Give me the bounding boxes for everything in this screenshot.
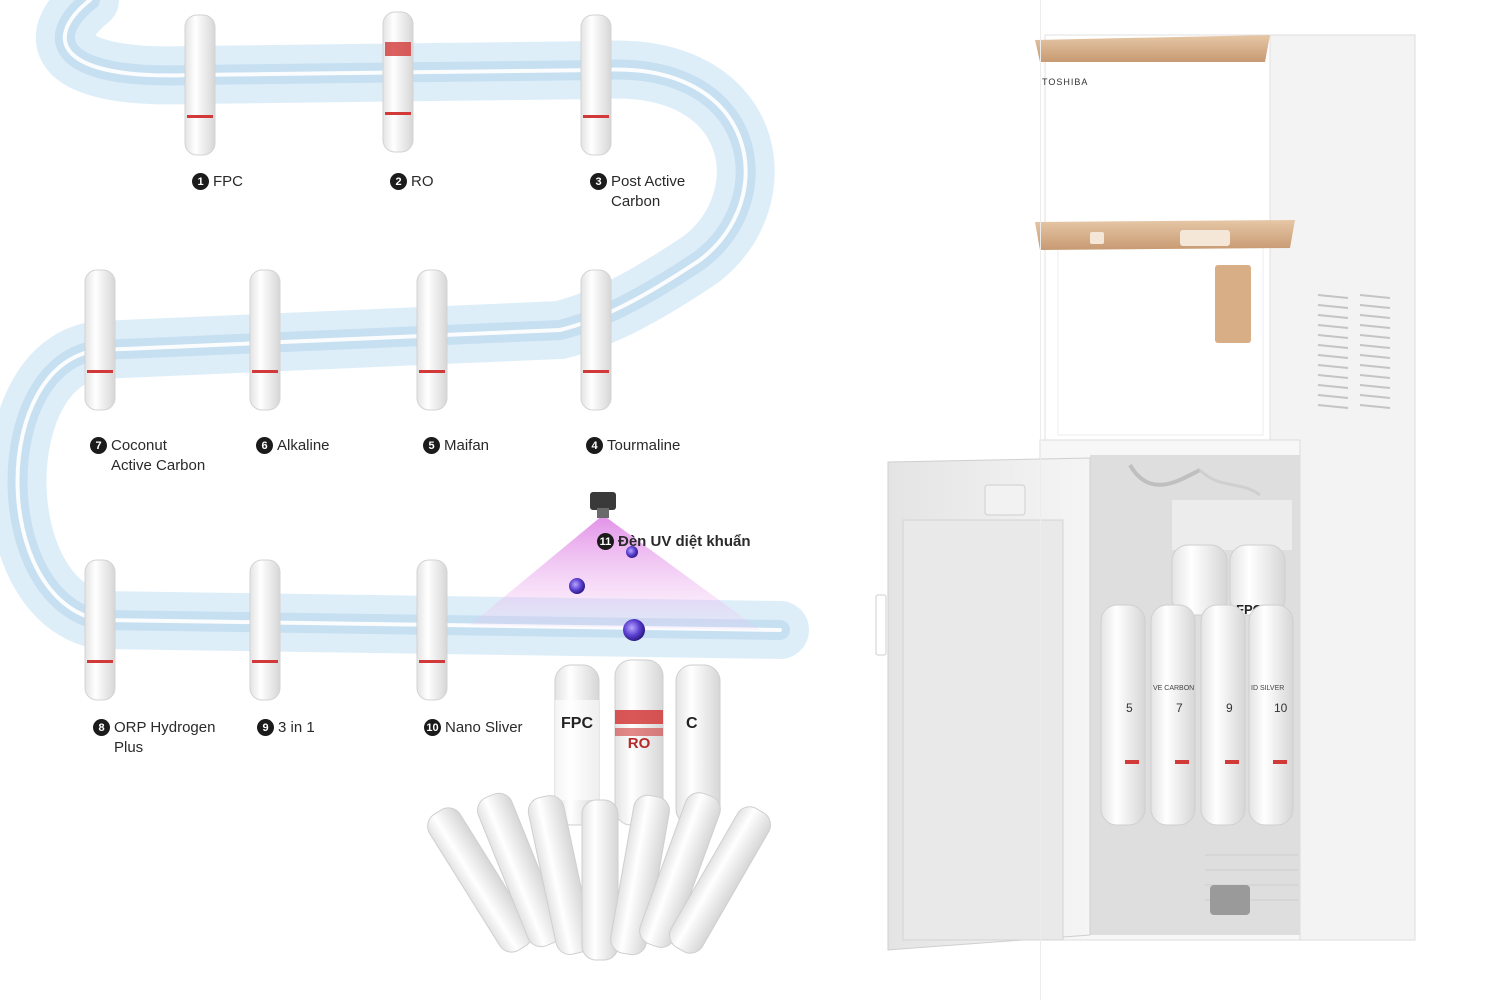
- panel-divider: [1040, 0, 1041, 1000]
- svg-text:ID SILVER: ID SILVER: [1251, 685, 1284, 692]
- stage-number-badge: 10: [424, 719, 441, 736]
- cabinet-filter-5: 5: [1100, 604, 1146, 826]
- svg-text:C: C: [686, 715, 698, 732]
- filter-cartridges: [84, 11, 612, 701]
- stage-number-badge: 4: [586, 437, 603, 454]
- germ-icon: [623, 619, 645, 641]
- large-cartridge-c: C: [675, 664, 721, 826]
- stage-name: ORP Hydrogen: [114, 719, 216, 736]
- water-dispenser: TOSHIBA: [875, 34, 1416, 951]
- pump-icon: [1210, 885, 1250, 915]
- stage-name: Alkaline: [277, 437, 330, 454]
- cabinet-filter-10: ID SILVER 10: [1248, 604, 1294, 826]
- stage-number-badge: 6: [256, 437, 273, 454]
- stage-number-badge: 7: [90, 437, 107, 454]
- stage-name: Post Active: [611, 173, 686, 190]
- drip-tray-panel: [1215, 265, 1251, 343]
- cabinet-filter-rack: 5 VE CARBON 7 9 ID SILVER 10: [1100, 604, 1294, 826]
- stage-number-badge: 1: [192, 173, 209, 190]
- stage-number-badge: 9: [257, 719, 274, 736]
- cabinet-filter-9: 9: [1200, 604, 1246, 826]
- stage-name: Coconut: [111, 437, 167, 454]
- stage-4-cartridge: [580, 269, 612, 411]
- stage-10-cartridge: [416, 559, 448, 701]
- stage-3-cartridge: [580, 14, 612, 156]
- hot-tap-button: [1090, 232, 1104, 244]
- svg-text:5: 5: [1126, 701, 1133, 715]
- stage-number-badge: 5: [423, 437, 440, 454]
- stage-name: Tourmaline: [607, 437, 681, 454]
- germ-icon: [569, 578, 585, 594]
- cabinet-top-filters: FPC: [1171, 500, 1292, 617]
- stage-name: Nano Sliver: [445, 719, 523, 736]
- stage-name: Đèn UV diệt khuẩn: [618, 533, 751, 550]
- stage-name-line2: Carbon: [611, 193, 661, 210]
- svg-text:9: 9: [1226, 701, 1233, 715]
- stage-2-cartridge: [382, 11, 414, 153]
- stage-name-line2: Plus: [114, 739, 144, 756]
- stage-number-badge: 11: [597, 533, 614, 550]
- large-cartridge-ro: RO: [614, 659, 664, 826]
- stage-name-line2: Active Carbon: [111, 457, 206, 474]
- stage-number-badge: 3: [590, 173, 607, 190]
- door-hinge: [875, 594, 887, 656]
- stage-9-cartridge: [249, 559, 281, 701]
- stage-name: Maifan: [444, 437, 490, 454]
- stage-1-cartridge: [184, 14, 216, 156]
- svg-text:VE CARBON: VE CARBON: [1153, 685, 1194, 692]
- germ-icon: [626, 546, 638, 558]
- large-cartridge-fpc: FPC: [554, 664, 600, 826]
- uv-lamp: [470, 492, 760, 641]
- water-stream: [0, 0, 809, 659]
- stage-name: RO: [411, 173, 434, 190]
- cartridge-bundle: FPC RO C: [427, 659, 771, 961]
- tap-shelf: [1035, 220, 1295, 250]
- control-panel: [1035, 35, 1270, 62]
- stage-name: FPC: [213, 173, 243, 190]
- brand-logo: TOSHIBA: [1042, 77, 1088, 87]
- side-vents: [1317, 294, 1391, 409]
- svg-text:RO: RO: [628, 735, 651, 752]
- stage-name: 3 in 1: [278, 719, 315, 736]
- stage-number-badge: 8: [93, 719, 110, 736]
- svg-text:10: 10: [1274, 701, 1288, 715]
- stage-number-badge: 2: [390, 173, 407, 190]
- stage-7-cartridge: [84, 269, 116, 411]
- stage-8-cartridge: [84, 559, 116, 701]
- cabinet-filter-7: VE CARBON 7: [1150, 604, 1196, 826]
- stage-5-cartridge: [416, 269, 448, 411]
- stage-6-cartridge: [249, 269, 281, 411]
- cold-tap-button: [1180, 230, 1230, 246]
- svg-text:FPC: FPC: [561, 715, 593, 732]
- svg-text:7: 7: [1176, 701, 1183, 715]
